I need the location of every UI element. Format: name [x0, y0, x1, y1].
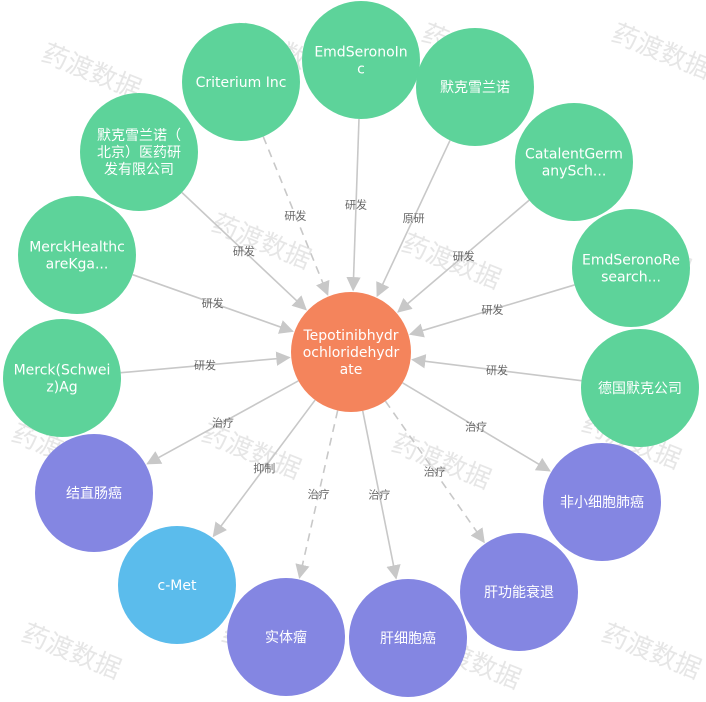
node-circle	[349, 579, 467, 697]
node-circle	[572, 209, 690, 327]
node-circle	[460, 533, 578, 651]
node-label: Tepotinibhydr	[302, 328, 398, 344]
node-label: 肝细胞癌	[380, 631, 436, 647]
edge-catalent	[397, 199, 530, 313]
node-label: 发有限公司	[104, 162, 174, 178]
node-c-met[interactable]: c-Met	[118, 526, 236, 644]
node-label: c	[357, 62, 365, 78]
node-label: 默克雪兰诺（	[97, 128, 181, 144]
node-circle	[80, 93, 198, 211]
node-label: 北京）医药研	[97, 145, 181, 161]
edge-label: 研发	[233, 244, 255, 258]
node-label: Criterium Inc	[196, 75, 287, 91]
node-circle	[18, 196, 136, 314]
node-hcc[interactable]: 肝细胞癌	[349, 579, 467, 697]
watermark-text: 药渡数据	[597, 619, 705, 686]
node-circle	[3, 319, 121, 437]
edge-label: 原研	[403, 212, 425, 225]
node-label: EmdSeronoRe	[582, 253, 680, 269]
node-label: 默克雪兰诺	[440, 80, 510, 96]
node-criterium[interactable]: Criterium Inc	[182, 23, 300, 141]
node-circle	[581, 329, 699, 447]
edge-solid-tumor	[295, 410, 339, 579]
watermark-text: 药渡数据	[607, 19, 706, 86]
edge-criterium	[262, 136, 330, 296]
edge-hcc	[361, 410, 401, 580]
watermark-text: 药渡数据	[397, 229, 505, 296]
node-label: EmdSeronoIn	[314, 45, 407, 61]
node-circle	[182, 23, 300, 141]
node-label: z)Ag	[46, 380, 77, 396]
node-label: 结直肠癌	[66, 485, 122, 502]
node-circle	[302, 1, 420, 119]
edge-merck-healthcare	[132, 273, 294, 334]
edge-label: 研发	[481, 303, 503, 317]
edge-merck-cn	[376, 140, 451, 298]
edge-label: 治疗	[465, 420, 487, 434]
edge-emd-serono-inc	[346, 118, 361, 292]
node-merck-healthcare[interactable]: MerckHealthcareKga...	[18, 196, 136, 314]
edge-label: 治疗	[212, 415, 234, 429]
node-label: ochloridehydr	[303, 345, 400, 361]
watermark-text: 药渡数据	[17, 619, 125, 686]
node-merck-cn[interactable]: 默克雪兰诺	[416, 28, 534, 146]
node-catalent[interactable]: CatalentGermanySch...	[515, 103, 633, 221]
edge-c-met	[212, 399, 316, 538]
node-label: 非小细胞肺癌	[560, 495, 644, 511]
node-emd-serono-research[interactable]: EmdSeronoResearch...	[572, 209, 690, 327]
edge-label: 抑制	[253, 461, 275, 475]
edge-merck-de	[411, 354, 582, 382]
edge-label: 治疗	[368, 488, 390, 502]
edge-label: 研发	[284, 209, 306, 223]
watermark-text: 药渡数据	[387, 429, 495, 496]
node-circle	[35, 434, 153, 552]
node-label: 肝功能衰退	[484, 584, 554, 601]
node-merck-de[interactable]: 德国默克公司	[581, 329, 699, 447]
node-liver-failure[interactable]: 肝功能衰退	[460, 533, 578, 651]
edge-colorectal	[146, 380, 299, 465]
node-label: 德国默克公司	[598, 381, 682, 397]
edge-merck-ch	[120, 351, 291, 374]
node-label: ate	[340, 362, 363, 378]
node-circle	[227, 578, 345, 696]
node-nsclc[interactable]: 非小细胞肺癌	[543, 443, 661, 561]
edge-label: 研发	[194, 358, 216, 372]
edge-merck-beijing	[181, 191, 307, 311]
node-colorectal[interactable]: 结直肠癌	[35, 434, 153, 552]
edge-label: 治疗	[308, 487, 330, 501]
edge-label: 研发	[453, 249, 475, 263]
edge-liver-failure	[384, 400, 485, 544]
node-label: search...	[601, 270, 661, 286]
node-label: CatalentGerm	[525, 147, 623, 163]
node-circle	[416, 28, 534, 146]
node-label: Merck(Schwei	[14, 363, 111, 379]
edge-emd-serono-research	[409, 284, 575, 338]
node-label: 实体瘤	[265, 629, 307, 646]
node-circle	[291, 292, 411, 412]
node-label: areKga...	[46, 257, 109, 273]
node-label: c-Met	[158, 578, 197, 594]
edge-label: 治疗	[424, 465, 446, 479]
node-circle	[543, 443, 661, 561]
edge-label: 研发	[345, 198, 367, 212]
edge-label: 研发	[202, 296, 224, 310]
edge-label: 研发	[486, 363, 508, 377]
edge-nsclc	[402, 382, 551, 472]
node-circle	[118, 526, 236, 644]
node-label: MerckHealthc	[29, 240, 125, 256]
node-circle	[515, 103, 633, 221]
node-label: anySch...	[542, 164, 607, 180]
node-solid-tumor[interactable]: 实体瘤	[227, 578, 345, 696]
